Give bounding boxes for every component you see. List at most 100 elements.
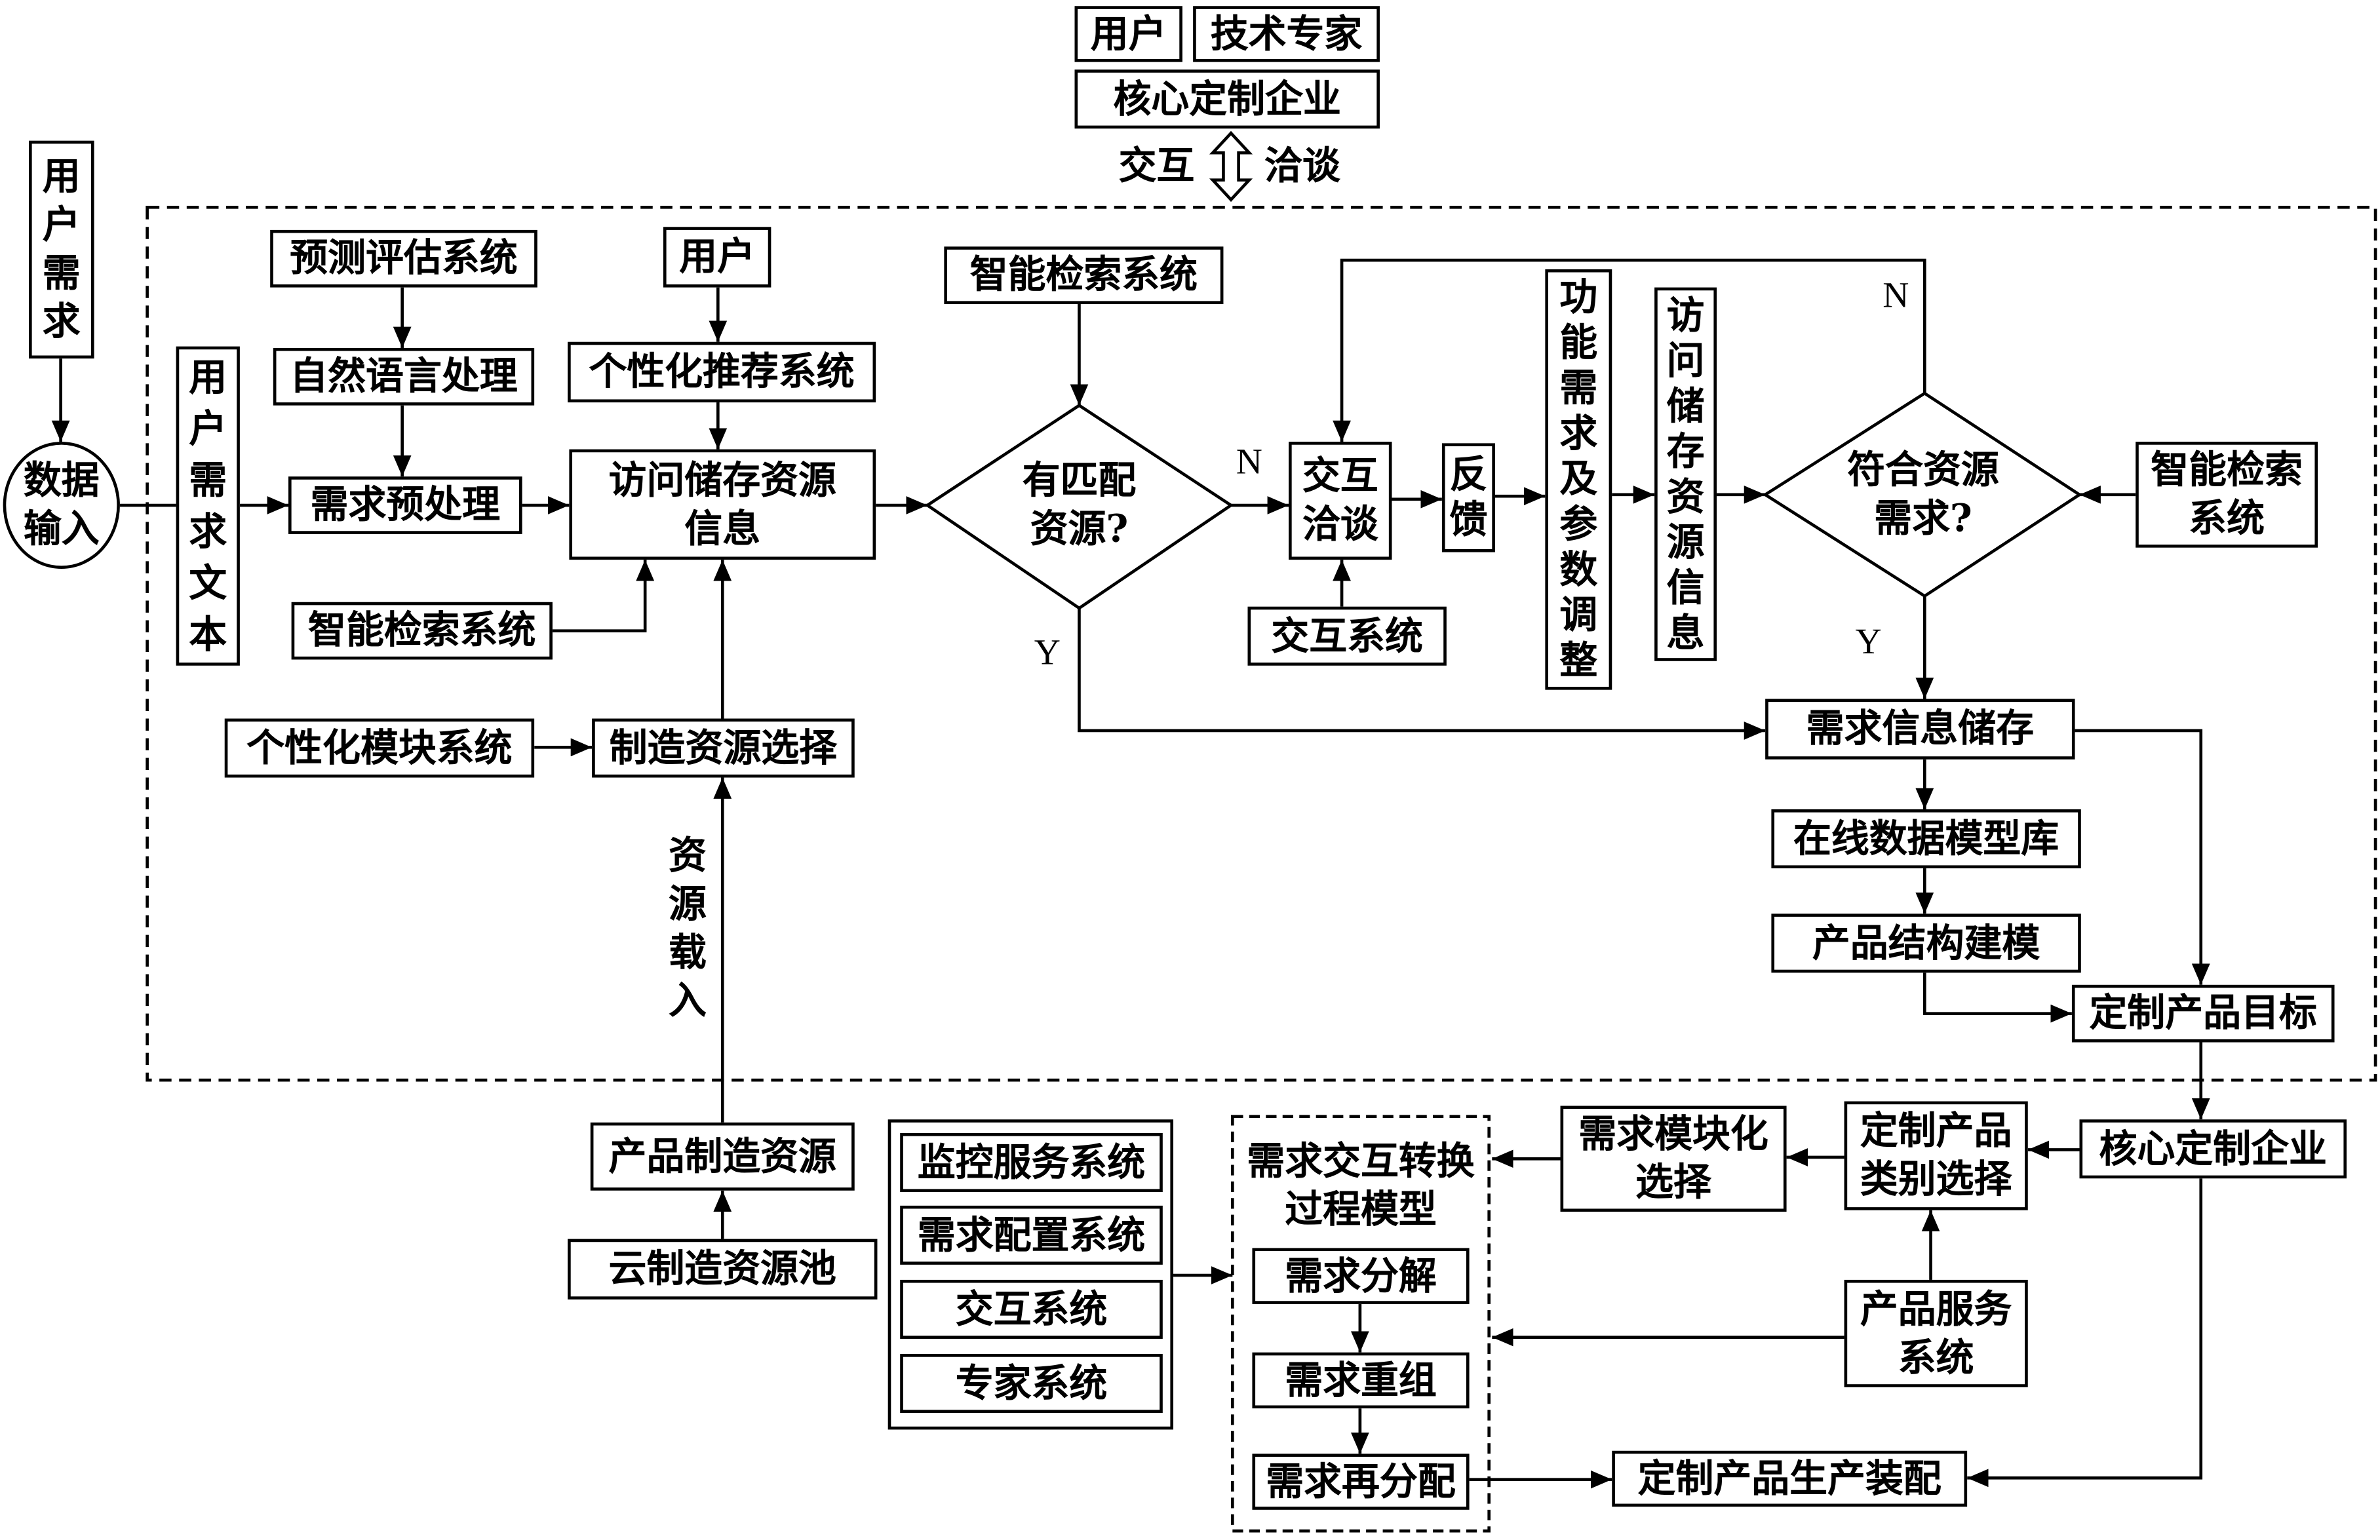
step-redistribute-label: 需求再分配 xyxy=(1266,1459,1456,1503)
user-demand-label: 用户需求 xyxy=(42,154,81,344)
func-param-adjust-label: 功能需求及参数调整 xyxy=(1559,275,1598,683)
decision-match-label: 有匹配资源? xyxy=(1022,458,1137,551)
step-redistribute-box: 需求再分配 xyxy=(1252,1453,1470,1510)
arrow-decision-meet-no-loop xyxy=(1333,258,1926,442)
mid-user-label: 用户 xyxy=(679,234,756,279)
arrow-smart-search-left-to-access xyxy=(552,560,655,632)
bottom-core-enterprise-label: 核心定制企业 xyxy=(2099,1126,2327,1170)
module-select-box: 需求模块化选择 xyxy=(1560,1106,1787,1212)
decision-match-no-label: N xyxy=(1236,443,1262,483)
arrow-core-to-assembly xyxy=(1967,1178,2203,1488)
demand-text-label: 用户需求文本 xyxy=(189,355,227,656)
arrow-structure-to-target xyxy=(1922,972,2072,1023)
demand-preprocess-box: 需求预处理 xyxy=(288,476,522,534)
access-storage-vertical-label: 访问储存资源信息 xyxy=(1666,292,1705,655)
top-user-label: 用户 xyxy=(1090,11,1167,56)
mfg-resource-select-label: 制造资源选择 xyxy=(609,725,838,769)
demand-preprocess-label: 需求预处理 xyxy=(310,482,501,527)
decision-match-yes-label: Y xyxy=(1034,634,1061,674)
demand-config-system-label: 需求配置系统 xyxy=(917,1212,1146,1257)
decision-match-text: 有匹配资源? xyxy=(988,454,1171,557)
arrow-decision-match-yes xyxy=(1078,607,1766,740)
process-model-dashed-boundary xyxy=(1231,1115,1491,1533)
service-system-label: 产品服务系统 xyxy=(1860,1286,2012,1379)
decision-meet-yes-label: Y xyxy=(1855,623,1882,663)
top-user-box: 用户 xyxy=(1074,6,1182,62)
expert-system-label: 专家系统 xyxy=(955,1360,1108,1405)
mid-user-box: 用户 xyxy=(663,227,771,288)
personal-recommend-box: 个性化推荐系统 xyxy=(568,341,876,403)
structure-model-label: 产品结构建模 xyxy=(1812,920,2040,965)
monitor-service-system-label: 监控服务系统 xyxy=(917,1140,1146,1184)
decision-meet-no-label: N xyxy=(1883,277,1909,317)
predict-eval-label: 预测评估系统 xyxy=(290,236,518,280)
interact-system-bottom-box: 交互系统 xyxy=(900,1279,1163,1339)
mfg-resource-select-box: 制造资源选择 xyxy=(592,718,855,778)
access-storage-label: 访问储存资源信息 xyxy=(608,457,836,550)
assembly-label: 定制产品生产装配 xyxy=(1637,1455,1941,1500)
personal-recommend-label: 个性化推荐系统 xyxy=(589,349,855,394)
data-input-node: 数据输入 xyxy=(3,442,120,569)
smart-search-left-box: 智能检索系统 xyxy=(291,602,553,660)
main-dashed-boundary xyxy=(146,205,2377,1082)
interact-negotiate-label: 交互洽谈 xyxy=(1302,453,1378,547)
nlp-label: 自然语言处理 xyxy=(290,354,518,398)
smart-search-top-box: 智能检索系统 xyxy=(944,246,1224,304)
category-select-box: 定制产品类别选择 xyxy=(1844,1101,2028,1210)
process-model-title: 需求交互转换过程模型 xyxy=(1232,1138,1489,1235)
monitor-service-system-box: 监控服务系统 xyxy=(900,1133,1163,1193)
step-decompose-box: 需求分解 xyxy=(1252,1248,1470,1304)
feedback-box: 反馈 xyxy=(1441,443,1495,552)
custom-target-label: 定制产品目标 xyxy=(2089,991,2317,1035)
mfg-resource-box: 产品制造资源 xyxy=(590,1122,855,1191)
resource-loading-text: 资源载入 xyxy=(669,833,707,1023)
online-model-lib-label: 在线数据模型库 xyxy=(1793,816,2059,860)
mfg-resource-label: 产品制造资源 xyxy=(608,1134,836,1178)
demand-storage-box: 需求信息储存 xyxy=(1765,699,2075,760)
top-core-enterprise-label: 核心定制企业 xyxy=(1113,76,1341,121)
process-model-title-label: 需求交互转换过程模型 xyxy=(1247,1139,1475,1232)
smart-search-top-label: 智能检索系统 xyxy=(969,252,1198,297)
arrow-storage-to-target xyxy=(2075,729,2210,985)
step-regroup-box: 需求重组 xyxy=(1252,1352,1470,1409)
access-storage-vertical-box: 访问储存资源信息 xyxy=(1654,287,1717,661)
step-decompose-label: 需求分解 xyxy=(1285,1253,1437,1298)
interact-negotiate-box: 交互洽谈 xyxy=(1289,442,1392,560)
cloud-pool-label: 云制造资源池 xyxy=(608,1246,836,1291)
smart-search-right-box: 智能检索系统 xyxy=(2136,442,2318,548)
personal-module-label: 个性化模块系统 xyxy=(246,725,513,769)
interact-system-bottom-label: 交互系统 xyxy=(955,1286,1108,1331)
smart-search-left-label: 智能检索系统 xyxy=(308,607,536,652)
predict-eval-box: 预测评估系统 xyxy=(270,229,537,288)
step-regroup-label: 需求重组 xyxy=(1285,1357,1437,1402)
func-param-adjust-box: 功能需求及参数调整 xyxy=(1545,269,1612,690)
service-system-box: 产品服务系统 xyxy=(1844,1279,2028,1387)
tech-expert-box: 技术专家 xyxy=(1193,6,1380,62)
decision-meet-text: 符合资源需求? xyxy=(1826,443,2020,546)
custom-target-box: 定制产品目标 xyxy=(2071,984,2335,1043)
demand-storage-label: 需求信息储存 xyxy=(1806,706,2035,750)
module-select-label: 需求模块化选择 xyxy=(1578,1111,1768,1204)
decision-meet-label: 符合资源需求? xyxy=(1847,448,1999,541)
interact-negotiate-double-arrow-icon xyxy=(1209,130,1253,202)
personal-module-box: 个性化模块系统 xyxy=(224,718,535,778)
expert-system-box: 专家系统 xyxy=(900,1354,1163,1414)
resource-loading-label: 资源载入 xyxy=(667,829,709,1029)
bottom-core-enterprise-box: 核心定制企业 xyxy=(2079,1119,2347,1179)
nlp-box: 自然语言处理 xyxy=(273,347,535,406)
interact-label: 交互 xyxy=(1118,144,1195,188)
cloud-pool-box: 云制造资源池 xyxy=(568,1239,878,1299)
structure-model-box: 产品结构建模 xyxy=(1771,914,2081,973)
online-model-lib-box: 在线数据模型库 xyxy=(1771,809,2081,869)
assembly-box: 定制产品生产装配 xyxy=(1612,1450,1968,1507)
interact-system-mid-label: 交互系统 xyxy=(1271,613,1423,658)
user-demand-box: 用户需求 xyxy=(28,140,94,359)
demand-config-system-box: 需求配置系统 xyxy=(900,1205,1163,1265)
data-input-label: 数据输入 xyxy=(23,458,100,551)
category-select-label: 定制产品类别选择 xyxy=(1860,1109,2012,1201)
tech-expert-label: 技术专家 xyxy=(1210,11,1363,56)
interact-system-mid-box: 交互系统 xyxy=(1247,606,1447,666)
access-storage-box: 访问储存资源信息 xyxy=(569,449,876,560)
